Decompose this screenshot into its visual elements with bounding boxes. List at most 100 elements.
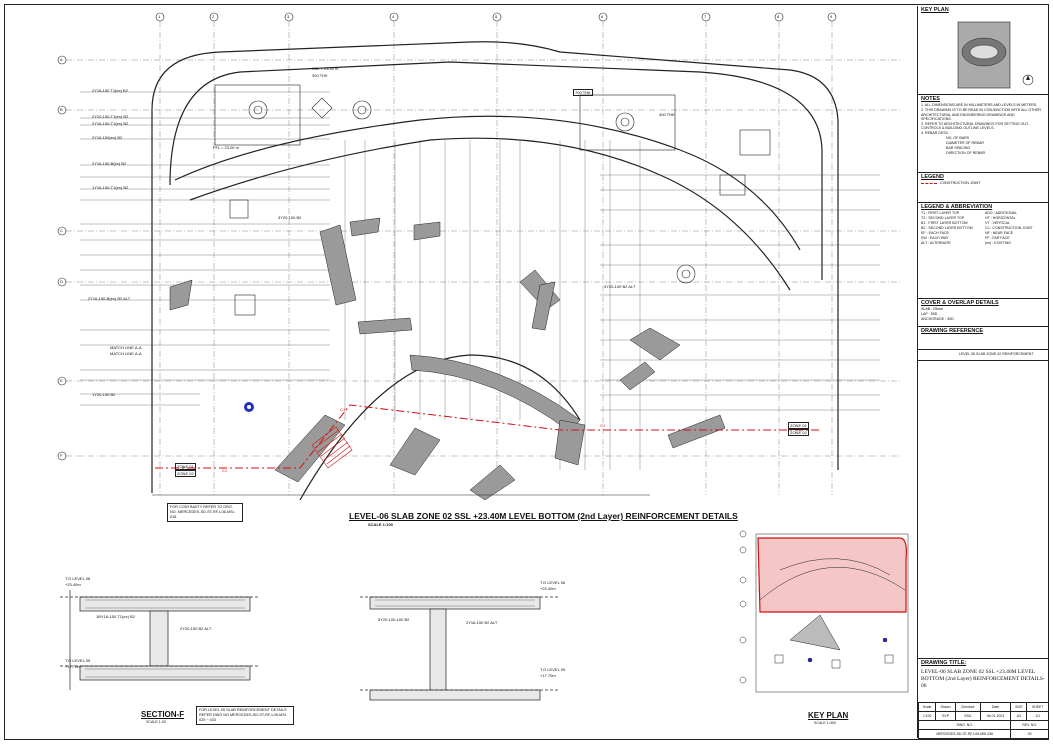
bar-label: 5Y20-100-100 B2 xyxy=(378,617,410,622)
grid-label-left: A xyxy=(60,57,63,62)
grid-label-left: B xyxy=(60,107,63,112)
tb-cover-row: LAP : 50D xyxy=(921,312,938,316)
title-block: KEY PLAN NOTES 1. ALL DIMENSIONS ARE IN … xyxy=(917,6,1049,739)
thickness-label: 700 THK xyxy=(573,89,593,96)
bar-label: 2Y16-150 B2 ALT xyxy=(466,620,498,625)
tb-notes-label: NOTES xyxy=(921,96,940,102)
slab-outline xyxy=(151,41,839,501)
tb-note: 2. THIS DRAWING IS TO BE READ IN CONJUNC… xyxy=(921,108,1041,121)
tb-cell: SSA xyxy=(954,711,981,721)
section-f-note: FOR LEVEL 05 SLAB REINFORCEMENT DETAILS … xyxy=(196,706,294,725)
svg-text:CJ: CJ xyxy=(340,407,345,412)
grid-label-top: 9 xyxy=(830,14,833,19)
tb-legend-label: LEGEND xyxy=(921,174,944,180)
section-f-drawing xyxy=(60,590,260,690)
grid-label-top: 4 xyxy=(392,14,395,19)
tb-cell: SHEET xyxy=(1026,702,1049,712)
plan-label: 3Y20-100 B2 xyxy=(278,215,302,220)
drawing-sheet xyxy=(4,4,1049,740)
grid-label-top: 7 xyxy=(704,14,707,19)
tb-abbrev: ALT : ALTERNATE xyxy=(921,241,951,245)
key-plan-scale: SCALE 1:400 xyxy=(814,721,836,725)
grid-label-left: E xyxy=(60,378,63,383)
tb-key-plan: KEY PLAN xyxy=(918,6,1049,94)
tb-cell: Checked xyxy=(954,702,981,712)
plan-label: 2Y16-150-B(ex) B2 ALT xyxy=(88,296,131,301)
construction-joint xyxy=(155,404,820,469)
tb-cover-row: ANCHORAGE : 40D xyxy=(921,317,954,321)
tb-abbrev: T2 : SECOND LAYER TOP xyxy=(921,216,965,220)
zone-label: ZONE 02 xyxy=(175,470,196,477)
grid-label-top: 3 xyxy=(287,14,290,19)
thickness-label: 400 THK xyxy=(659,112,675,117)
tb-drawing-ref: DRAWING REFERENCE LEVEL 06 SLAB ZONE 02 … xyxy=(918,326,1049,659)
tb-key-plan-thumb xyxy=(957,21,1034,89)
svg-text:CJ: CJ xyxy=(222,468,227,473)
tb-cover-label: COVER & OVERLAP DETAILS xyxy=(921,300,999,306)
section-2-drawing xyxy=(360,596,560,701)
match-line-label: MATCH LINE A-A xyxy=(110,345,142,350)
grid-label-top: 1 xyxy=(158,14,161,19)
section-f-title: SECTION-F xyxy=(141,710,185,719)
tb-abbrev: CJ : CONSTRUCTION JOINT xyxy=(985,226,1033,230)
tb-cell: Date xyxy=(979,702,1012,712)
tb-cell: SVP xyxy=(935,711,956,721)
tos-value: +17.70m xyxy=(540,673,556,678)
zone-label: ZONE 02 xyxy=(788,429,809,436)
tb-cell: 1:100 xyxy=(917,711,937,721)
tb-note: 4. REBAR DESC. xyxy=(921,130,950,135)
tb-cell: Scale xyxy=(917,702,937,712)
tb-cover: COVER & OVERLAP DETAILS SLAB : 25mm LAP … xyxy=(918,298,1049,327)
thickness-label: 300 THK xyxy=(312,73,328,78)
tos-value: +17.70m xyxy=(65,664,81,669)
tb-drawing-title-label: DRAWING TITLE: xyxy=(921,660,967,666)
tb-abbrev: B1 : FIRST LAYER BOTTOM xyxy=(921,221,968,225)
plan-label: 2Y16-150 T1(ex) B2 xyxy=(92,88,128,93)
tb-note: NO. OF BARS xyxy=(946,135,970,140)
grid-label-left: F xyxy=(60,453,63,458)
tb-abbreviations: LEGEND & ABBREVIATION T1 : FIRST LAYER T… xyxy=(918,202,1049,299)
bar-label: 2Y20-150 B2 ALT xyxy=(180,626,212,631)
tos-value: +23.40m xyxy=(65,582,81,587)
grid-label-top: 6 xyxy=(601,14,604,19)
tb-note: 1. ALL DIMENSIONS ARE IN MILLIMETERS AND… xyxy=(921,103,1038,107)
tos-label: T.O LEVEL 05 xyxy=(65,658,91,663)
tb-dwg-no-label: DWG. NO. xyxy=(917,720,1012,730)
tb-abbrev: NF : NEAR FACE xyxy=(985,231,1014,235)
tb-abbrev: FF : FAR FACE xyxy=(985,236,1010,240)
tb-note: DIAMETER OF REBAR xyxy=(946,140,984,145)
tb-cell: 06-01-2023 xyxy=(979,711,1012,721)
slab-plan-drawing: CJ CJ CJ xyxy=(57,12,909,701)
plan-label: 2Y16-150-B(ex) B2 xyxy=(92,161,127,166)
tos-value: +23.40m xyxy=(540,586,556,591)
tb-cell: Drawn xyxy=(935,702,956,712)
grid-label-top: 5 xyxy=(495,14,498,19)
plan-label: 1Y16-150-T1(ex) B2 xyxy=(92,185,129,190)
grid-label-top: 2 xyxy=(212,14,215,19)
svg-text:CJ: CJ xyxy=(600,423,605,428)
grid-left xyxy=(57,55,67,461)
tb-drawing-ref-label: DRAWING REFERENCE xyxy=(921,328,984,334)
tb-abbrev: T1 : FIRST LAYER TOP xyxy=(921,211,960,215)
tb-cover-row: SLAB : 25mm xyxy=(921,307,944,311)
tos-label: T.O LEVEL 06 xyxy=(65,576,91,581)
tb-key-plan-label: KEY PLAN xyxy=(921,7,949,13)
tos-label: T.O LEVEL 05 xyxy=(540,667,566,672)
continuity-note: FOR CONTINUITY REFER TO DRG. NO. MERCEDE… xyxy=(167,503,243,522)
match-line-label: MATCH LINE A-A xyxy=(110,351,142,356)
plan-label: 2Y20-150-T1(ex) B2 xyxy=(92,114,129,119)
grid-label-left: C xyxy=(60,228,63,233)
tb-drawing-ref-row: LEVEL 06 SLAB ZONE 02 REINFORCEMENT xyxy=(959,352,1034,356)
key-plan-title: KEY PLAN xyxy=(808,711,849,720)
tb-note: BAR SPACING xyxy=(946,145,971,150)
tb-legend: LEGEND CONSTRUCTION JOINT xyxy=(918,172,1049,203)
tb-cell: 1/1 xyxy=(1026,711,1049,721)
drawing-title: LEVEL-06 SLAB ZONE 02 SSL +23.40M LEVEL … xyxy=(349,511,738,521)
grid-label-left: D xyxy=(60,279,63,284)
tb-notes: NOTES 1. ALL DIMENSIONS ARE IN MILLIMETE… xyxy=(918,94,1049,173)
zone-label: ZONE 01 xyxy=(788,422,809,429)
plan-label: 4Y20-100 B2 ALT xyxy=(604,284,636,289)
tb-abbrev: HT : HORIZONTAL xyxy=(985,216,1016,220)
tb-abbrev: (ex) : EXISTING xyxy=(985,241,1011,245)
tb-abbrev: VT : VERTICAL xyxy=(985,221,1011,225)
